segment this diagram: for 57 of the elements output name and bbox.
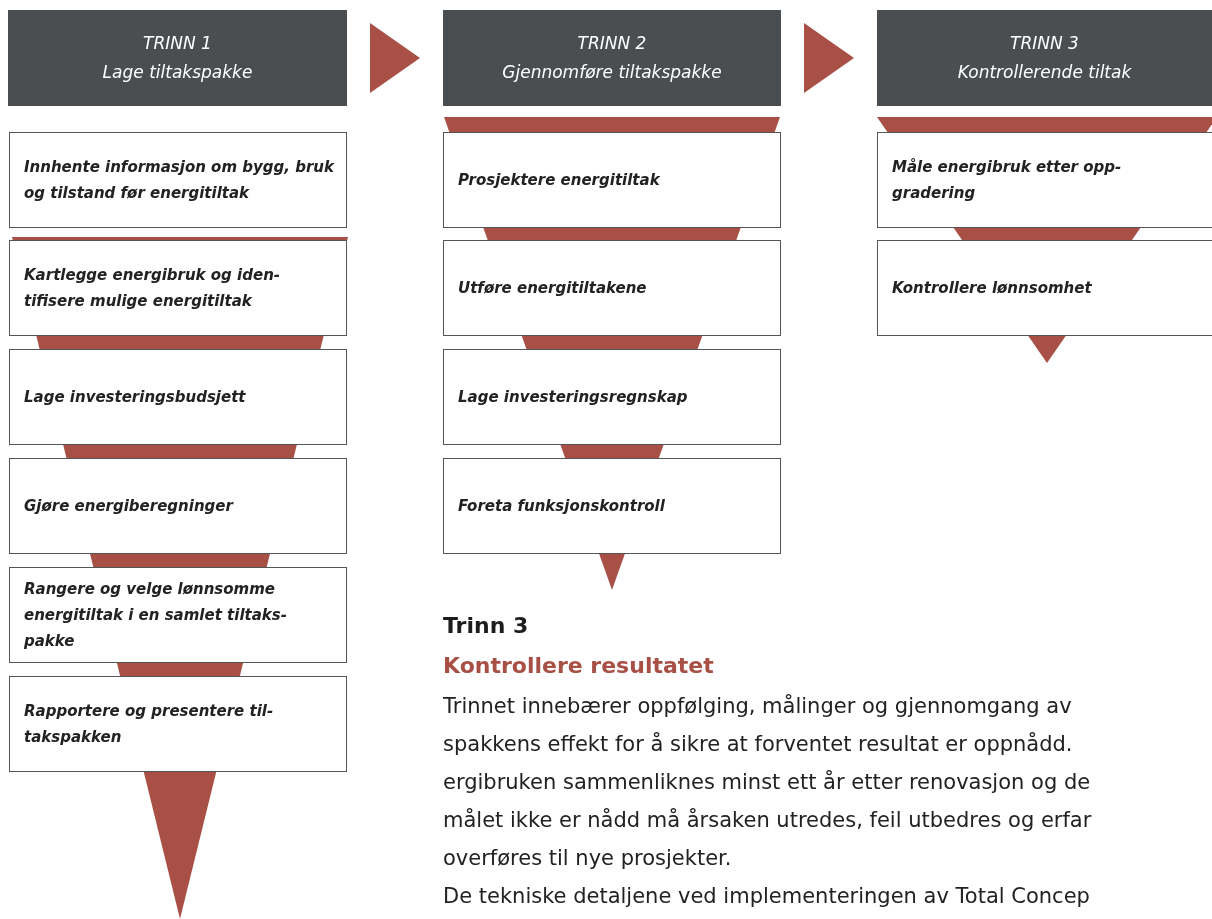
process-box — [443, 132, 781, 228]
step-text: Foreta funksjonskontroll — [458, 496, 665, 517]
step-text: Innhente informasjon om bygg, bruk og tilstand før energitiltak — [24, 157, 336, 204]
step-text: Rapportere og presentere til- takspakken — [24, 701, 275, 748]
funnel-band — [63, 445, 297, 458]
process-box — [443, 458, 781, 554]
funnel-band — [90, 554, 270, 567]
section-subheading: Kontrollere resultatet — [443, 652, 714, 680]
funnel-band — [560, 445, 664, 458]
process-box — [877, 132, 1212, 228]
process-box — [9, 567, 347, 663]
process-box — [9, 349, 347, 445]
funnel-band — [116, 663, 244, 676]
body-text: målet ikke er nådd må årsaken utredes, feil utbedres og erfar — [443, 807, 1092, 834]
funnel-band — [877, 117, 1212, 132]
step-header — [877, 10, 1212, 106]
step-title: Kontrollerende tiltak — [956, 61, 1133, 84]
step-text: Prosjektere energitiltak — [458, 170, 660, 191]
body-text: ergibruken sammenliknes minst ett år etter renovasjon og de — [443, 769, 1091, 796]
step-text: Kontrollere lønnsomhet — [892, 278, 1092, 299]
funnel-band — [483, 228, 741, 240]
step-text: Rangere og velge lønnsomme energitiltak i en samlet tiltaks- pakke — [24, 579, 288, 652]
body-text: De tekniske detaljene ved implementeringen av Total Concep — [443, 883, 1090, 910]
funnel-arrow — [1028, 336, 1066, 363]
step-text: Måle energibruk etter opp- gradering — [892, 157, 1123, 204]
process-box — [877, 240, 1212, 336]
step-text: Lage investeringsregnskap — [458, 387, 688, 408]
step-title: Lage tiltakspakke — [101, 61, 254, 84]
step-number: TRINN 2 — [576, 32, 648, 55]
funnel-band — [521, 336, 703, 349]
process-box — [9, 240, 347, 336]
funnel-band — [36, 336, 324, 349]
process-box — [9, 458, 347, 554]
funnel-band — [444, 117, 780, 132]
funnel-arrow — [143, 772, 217, 919]
step-text: Kartlegge energibruk og iden- tifisere mulige energitiltak — [24, 265, 282, 312]
funnel-band — [953, 228, 1141, 240]
step-number: TRINN 1 — [142, 32, 213, 55]
step-number: TRINN 3 — [1009, 32, 1080, 55]
section-heading: Trinn 3 — [443, 612, 529, 640]
funnel-arrow — [599, 554, 625, 590]
step-header — [443, 10, 781, 106]
process-box — [9, 676, 347, 772]
step-text: Gjøre energiberegninger — [24, 496, 233, 517]
body-text: Trinnet innebærer oppfølging, målinger og gjennomgang av — [443, 693, 1072, 720]
process-box — [443, 240, 781, 336]
process-box — [443, 349, 781, 445]
body-text: spakkens effekt for å sikre at forventet resultat er oppnådd. — [443, 731, 1073, 758]
chevron-arrow — [804, 23, 854, 93]
step-text: Utføre energitiltakene — [458, 278, 647, 299]
funnel-band — [12, 237, 348, 240]
body-text: overføres til nye prosjekter. — [443, 845, 732, 872]
step-text: Lage investeringsbudsjett — [24, 387, 246, 408]
step-title: Gjennomføre tiltakspakke — [501, 61, 723, 84]
process-box — [9, 132, 347, 228]
step-header — [8, 10, 347, 106]
chevron-arrow — [370, 23, 420, 93]
